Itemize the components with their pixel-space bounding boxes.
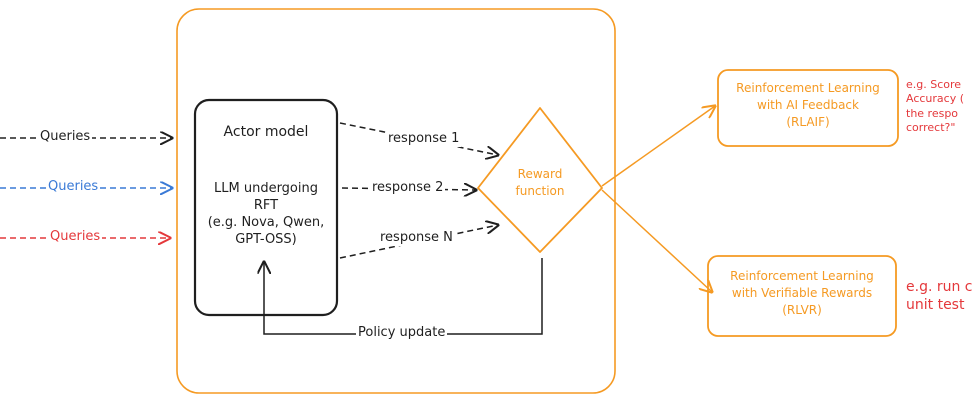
actor-desc-line: (e.g. Nova, Qwen,	[207, 215, 325, 231]
rlaif-note-line: correct?"	[906, 120, 956, 134]
reward-function-diamond	[477, 107, 603, 253]
query-label-dark: Queries	[38, 129, 93, 146]
rlvr-note-line: e.g. run c	[906, 279, 973, 295]
rlvr-note-line: unit test	[906, 297, 965, 314]
rlaif-note-line: Accuracy (	[906, 92, 965, 106]
rlvr-line: (RLVR)	[782, 302, 822, 317]
rlvr-line: Reinforcement Learning	[730, 269, 874, 283]
response-label-n: response N	[378, 230, 455, 247]
rlvr-example-note: e.g. run c unit test	[906, 278, 978, 314]
rft-container	[176, 8, 616, 394]
rlaif-example-note: e.g. Score Accuracy ( the respo correct?…	[906, 78, 978, 135]
actor-model-description: LLM undergoing RFT (e.g. Nova, Qwen, GPT…	[195, 180, 337, 249]
response-arrow-2	[341, 188, 476, 190]
reward-function-label: Reward function	[480, 166, 600, 200]
reward-line: function	[515, 183, 565, 198]
rlaif-label: Reinforcement Learning with AI Feedback …	[718, 80, 898, 130]
reward-line: Reward	[517, 167, 563, 181]
rlaif-note-line: the respo	[906, 106, 959, 120]
rlvr-label: Reinforcement Learning with Verifiable R…	[708, 268, 896, 318]
policy-update-loop	[264, 258, 543, 335]
rlaif-box	[717, 69, 899, 147]
rlaif-note-line: e.g. Score	[906, 78, 962, 91]
query-label-blue: Queries	[46, 179, 101, 196]
actor-model-title: Actor model	[223, 124, 309, 140]
rlaif-line: with AI Feedback	[757, 97, 859, 112]
response-label-1: response 1	[386, 131, 462, 148]
query-label-red: Queries	[48, 229, 103, 246]
rlaif-line: Reinforcement Learning	[736, 81, 880, 95]
response-label-2: response 2	[370, 180, 446, 197]
actor-desc-line: GPT-OSS)	[235, 232, 297, 248]
policy-update-label: Policy update	[356, 325, 448, 342]
actor-model-box	[193, 98, 339, 317]
rlaif-line: (RLAIF)	[786, 114, 830, 129]
actor-desc-line: RFT	[253, 198, 279, 214]
actor-desc-line: LLM undergoing	[214, 181, 318, 196]
arrow-to-rlaif	[601, 106, 715, 187]
rlvr-box	[707, 255, 897, 337]
arrow-to-rlvr	[601, 189, 712, 292]
rlvr-line: with Verifiable Rewards	[731, 285, 873, 300]
